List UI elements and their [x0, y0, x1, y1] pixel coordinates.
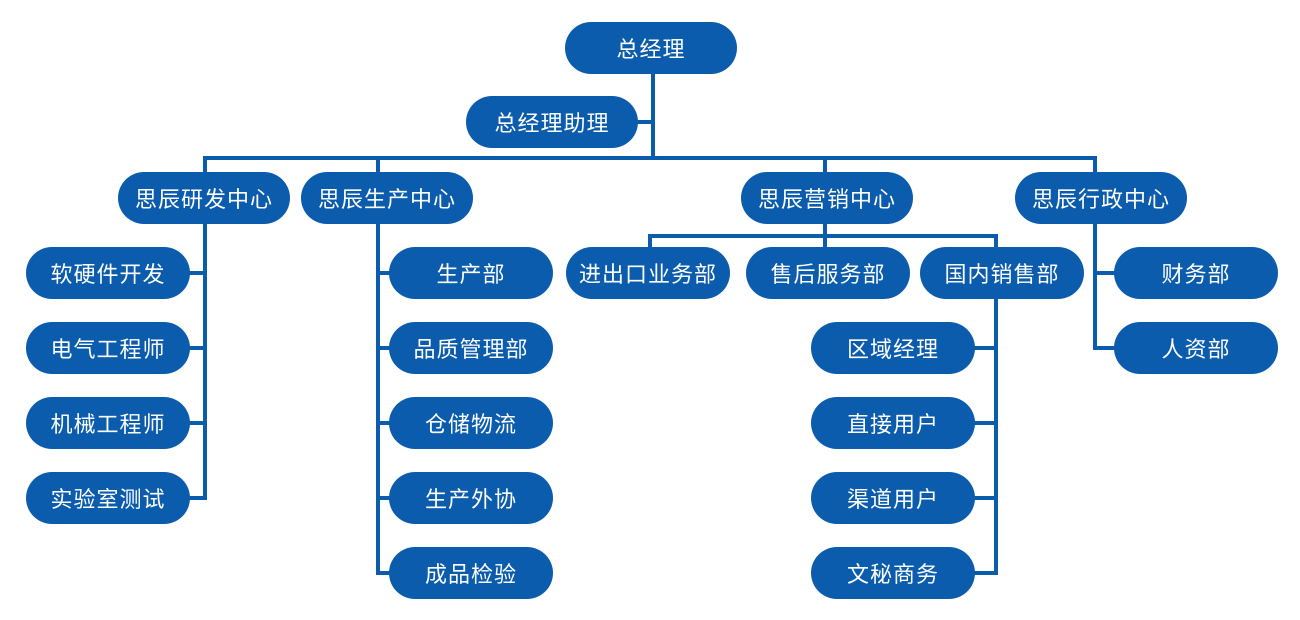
connector-admin-branch	[1093, 346, 1117, 350]
connector-drop-export	[648, 234, 652, 248]
node-production-center: 思辰生产中心	[301, 172, 473, 224]
connector-production-branch	[376, 496, 392, 500]
node-production-item: 生产外协	[389, 472, 553, 524]
connector-marketing-stem	[823, 220, 827, 236]
connector-domestic-branch	[972, 496, 996, 500]
node-domestic-item: 渠道用户	[811, 472, 975, 524]
node-rd-item: 电气工程师	[26, 322, 190, 374]
node-domestic-item: 区域经理	[811, 322, 975, 374]
connector-drop-admin	[1093, 156, 1097, 172]
node-rd-center: 思辰研发中心	[118, 172, 290, 224]
node-marketing-department: 国内销售部	[920, 247, 1084, 299]
connector-domestic-branch	[972, 346, 996, 350]
node-admin-center: 思辰行政中心	[1015, 172, 1187, 224]
connector-assistant	[636, 120, 653, 124]
connector-rd-spine	[203, 220, 207, 500]
connector-ceo-trunk	[651, 72, 655, 158]
connector-drop-production	[376, 156, 380, 172]
node-production-item: 成品检验	[389, 547, 553, 599]
connector-production-branch	[376, 421, 392, 425]
connector-domestic-branch	[972, 571, 996, 575]
connector-admin-spine	[1093, 220, 1097, 350]
connector-domestic-spine	[994, 298, 998, 575]
connector-rd-branch	[188, 496, 205, 500]
node-production-item: 品质管理部	[389, 322, 553, 374]
node-marketing-center: 思辰营销中心	[741, 172, 913, 224]
node-marketing-department: 售后服务部	[746, 247, 910, 299]
node-admin-item: 人资部	[1114, 322, 1278, 374]
node-production-item: 生产部	[389, 247, 553, 299]
connector-center-bar	[203, 156, 1097, 160]
connector-production-branch	[376, 271, 392, 275]
node-domestic-item: 直接用户	[811, 397, 975, 449]
node-rd-item: 机械工程师	[26, 397, 190, 449]
connector-domestic-branch	[972, 421, 996, 425]
node-rd-item: 软硬件开发	[26, 247, 190, 299]
connector-production-branch	[376, 346, 392, 350]
connector-rd-branch	[188, 346, 205, 350]
node-ceo: 总经理	[565, 22, 737, 74]
node-rd-item: 实验室测试	[26, 472, 190, 524]
node-admin-item: 财务部	[1114, 247, 1278, 299]
connector-rd-branch	[188, 421, 205, 425]
node-production-item: 仓储物流	[389, 397, 553, 449]
connector-drop-aftersales	[823, 234, 827, 248]
node-domestic-item: 文秘商务	[811, 547, 975, 599]
connector-rd-branch	[188, 271, 205, 275]
connector-drop-marketing	[823, 156, 827, 172]
connector-drop-domestic	[994, 234, 998, 248]
node-marketing-department: 进出口业务部	[566, 247, 730, 299]
node-ceo-assistant: 总经理助理	[466, 96, 638, 148]
connector-drop-rd	[203, 156, 207, 172]
connector-production-branch	[376, 571, 392, 575]
connector-production-spine	[376, 220, 380, 575]
connector-admin-branch	[1093, 271, 1117, 275]
